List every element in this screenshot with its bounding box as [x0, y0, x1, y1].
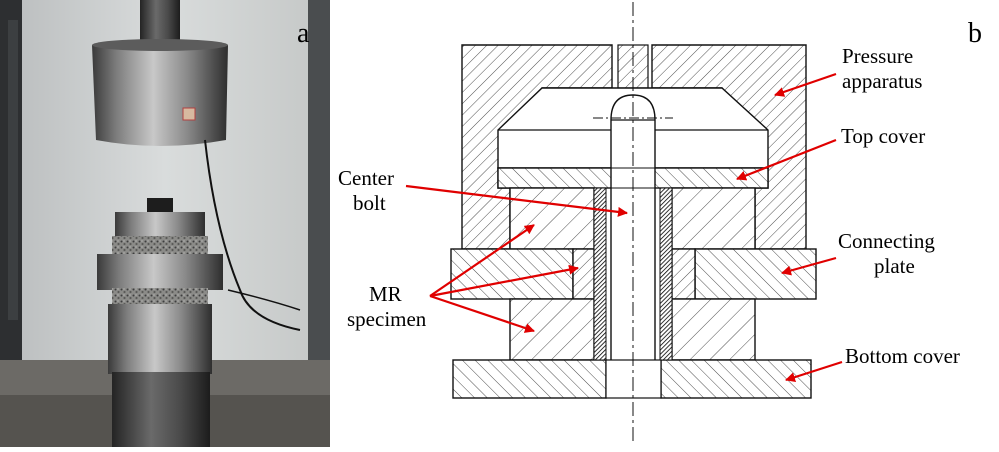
- bottom-cover-left: [452, 359, 607, 399]
- label-mr-line1: MR: [369, 282, 402, 306]
- label-top-cover: Top cover: [841, 124, 925, 148]
- label-center-line1: Center: [338, 166, 394, 190]
- arrow-center-bolt: [405, 184, 628, 217]
- mr-specimen-upper-left: [509, 187, 595, 250]
- arrow-pressure-apparatus: [774, 72, 837, 97]
- label-connecting-line1: Connecting: [838, 229, 935, 253]
- sleeve-right: [659, 187, 673, 361]
- arrow-mr-specimen-insert: [429, 264, 579, 298]
- panel-a-letter-layer: a: [297, 18, 310, 49]
- arrow-mr-specimen-lower: [429, 294, 535, 333]
- connecting-plate-insert-left: [572, 248, 595, 300]
- connecting-plate-left: [450, 248, 574, 300]
- label-pressure-line2: apparatus: [842, 69, 922, 93]
- connecting-plate-right: [694, 248, 817, 300]
- schematic-diagram: Pressure apparatus Top cover Center bolt…: [338, 2, 982, 445]
- arrow-bottom-cover: [785, 360, 843, 383]
- photo-panel: a: [0, 0, 330, 447]
- test-rig-photo: [0, 0, 330, 447]
- arrow-top-cover: [736, 138, 837, 181]
- panel-b-letter: b: [968, 18, 982, 49]
- label-mr-line2: specimen: [347, 307, 427, 331]
- sleeve-left: [593, 187, 607, 361]
- mr-specimen-lower-right: [671, 298, 756, 361]
- mr-specimen-lower-left: [509, 298, 595, 361]
- arrow-mr-specimen-upper: [429, 224, 535, 297]
- arrow-connecting-plate: [781, 256, 837, 276]
- label-bottom-cover: Bottom cover: [845, 344, 960, 368]
- connecting-plate-insert-right: [671, 248, 696, 300]
- schematic-panel: Pressure apparatus Top cover Center bolt…: [330, 0, 999, 447]
- mr-specimen-upper-right: [671, 187, 756, 250]
- label-connecting-line2: plate: [874, 254, 915, 278]
- panel-a-letter: a: [297, 18, 310, 49]
- label-center-line2: bolt: [353, 191, 386, 215]
- label-pressure-line1: Pressure: [842, 44, 913, 68]
